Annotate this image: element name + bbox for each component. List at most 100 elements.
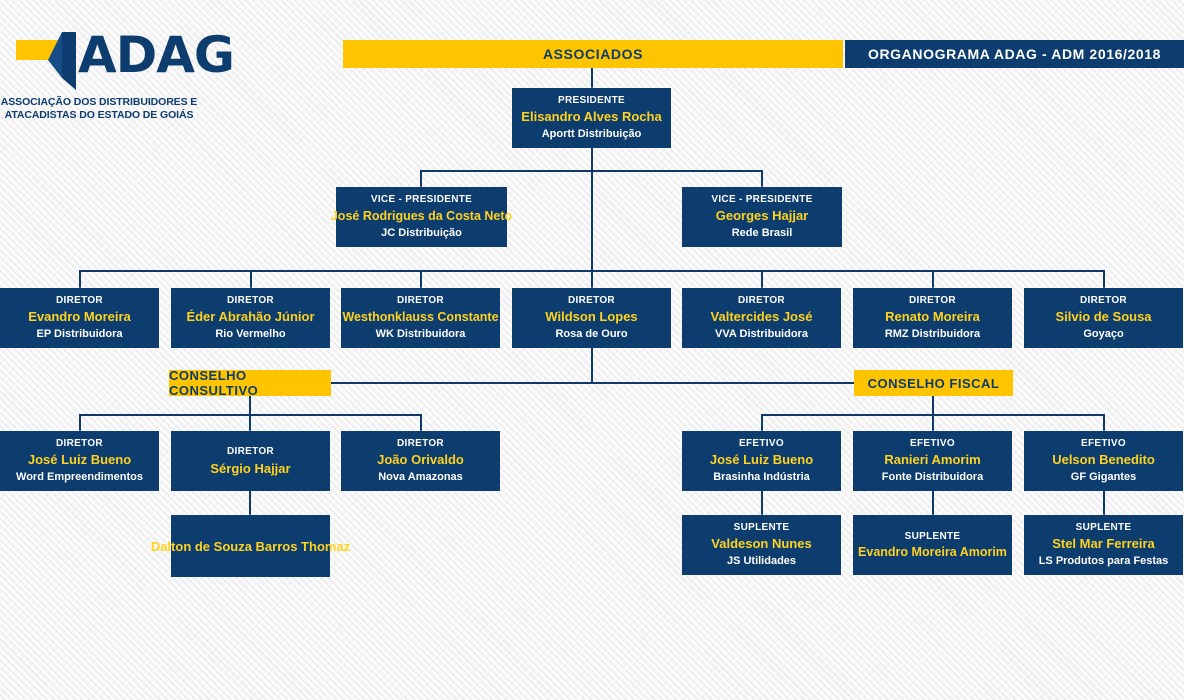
fiscal-suplente-1-company: JS Utilidades bbox=[726, 555, 797, 568]
connector-consultivo-drop-1 bbox=[79, 414, 81, 431]
director-4-name: Wildson Lopes bbox=[545, 309, 638, 325]
director-3-name: Westhonklauss Constante bbox=[342, 309, 499, 324]
connector-vp1-drop bbox=[420, 170, 422, 187]
vp2-name: Georges Hajjar bbox=[715, 208, 809, 224]
director-3-role: DIRETOR bbox=[397, 295, 444, 307]
consultivo-2-role: DIRETOR bbox=[227, 446, 274, 458]
node-consultivo-extra: Dalton de Souza Barros Thomaz bbox=[151, 515, 350, 577]
president-name: Elisandro Alves Rocha bbox=[521, 109, 662, 125]
fiscal-suplente-2-role: SUPLENTE bbox=[904, 530, 961, 542]
node-fiscal-suplente-1: SUPLENTE Valdeson Nunes JS Utilidades bbox=[682, 515, 841, 575]
connector-director-drop-5 bbox=[761, 270, 763, 288]
connector-fiscal-drop-2 bbox=[932, 414, 934, 431]
connector-consultivo-drop-3 bbox=[420, 414, 422, 431]
fiscal-efetivo-2-name: Ranieri Amorim bbox=[884, 452, 981, 468]
fiscal-efetivo-2-role: EFETIVO bbox=[910, 438, 955, 450]
connector-director-drop-2 bbox=[250, 270, 252, 288]
adag-arrow-mark-icon bbox=[16, 32, 76, 90]
connector-councils-spine bbox=[591, 348, 593, 383]
connector-suplente-drop-2 bbox=[932, 491, 934, 515]
node-director-6: DIRETOR Renato Moreira RMZ Distribuidora bbox=[853, 288, 1012, 348]
director-2-company: Rio Vermelho bbox=[215, 328, 286, 341]
fiscal-suplente-2-name: Evandro Moreira Amorim bbox=[858, 544, 1007, 559]
node-consultivo-3: DIRETOR João Orivaldo Nova Amazonas bbox=[341, 431, 500, 491]
node-director-3: DIRETOR Westhonklauss Constante WK Distr… bbox=[341, 288, 500, 348]
consultivo-1-name: José Luiz Bueno bbox=[27, 452, 132, 468]
consultivo-2-name: Sérgio Hajjar bbox=[210, 460, 291, 476]
node-fiscal-suplente-3: SUPLENTE Stel Mar Ferreira LS Produtos p… bbox=[1024, 515, 1183, 575]
connector-director-drop-3 bbox=[420, 270, 422, 288]
director-6-name: Renato Moreira bbox=[885, 309, 980, 325]
node-consultivo-1: DIRETOR José Luiz Bueno Word Empreendime… bbox=[0, 431, 159, 491]
vp1-name: José Rodrigues da Costa Neto bbox=[330, 208, 513, 223]
vp2-company: Rede Brasil bbox=[731, 227, 793, 240]
node-fiscal-suplente-2: SUPLENTE Evandro Moreira Amorim bbox=[853, 515, 1012, 575]
connector-president-spine bbox=[591, 172, 593, 270]
node-director-7: DIRETOR Silvio de Sousa Goyaço bbox=[1024, 288, 1183, 348]
connector-director-drop-4 bbox=[591, 270, 593, 288]
director-3-company: WK Distribuidora bbox=[375, 328, 466, 341]
director-7-name: Silvio de Sousa bbox=[1055, 309, 1152, 325]
logo-wordmark: ADAG bbox=[78, 26, 235, 84]
connector-consultivo-extra bbox=[249, 491, 251, 515]
node-director-1: DIRETOR Evandro Moreira EP Distribuidora bbox=[0, 288, 159, 348]
node-director-2: DIRETOR Éder Abrahão Júnior Rio Vermelho bbox=[171, 288, 330, 348]
logo-subtitle-line2: ATACADISTAS DO ESTADO DE GOIÁS bbox=[4, 109, 194, 121]
node-president: PRESIDENTE Elisandro Alves Rocha Aportt … bbox=[512, 88, 671, 148]
director-1-name: Evandro Moreira bbox=[28, 309, 131, 325]
fiscal-efetivo-2-company: Fonte Distribuidora bbox=[881, 471, 984, 484]
vp2-role: VICE - PRESIDENTE bbox=[711, 194, 813, 206]
node-vice-president-2: VICE - PRESIDENTE Georges Hajjar Rede Br… bbox=[682, 187, 842, 247]
connector-fiscal-drop-3 bbox=[1103, 414, 1105, 431]
director-5-role: DIRETOR bbox=[738, 295, 785, 307]
connector-director-drop-6 bbox=[932, 270, 934, 288]
connector-consultivo-drop-2 bbox=[249, 414, 251, 431]
director-5-company: VVA Distribuidora bbox=[715, 328, 808, 341]
connector-director-drop-7 bbox=[1103, 270, 1105, 288]
connector-consultivo-spine bbox=[249, 396, 251, 415]
director-4-role: DIRETOR bbox=[568, 295, 615, 307]
fiscal-suplente-3-role: SUPLENTE bbox=[1075, 522, 1132, 534]
fiscal-efetivo-3-role: EFETIVO bbox=[1081, 438, 1126, 450]
connector-associados-president bbox=[591, 68, 593, 88]
connector-vp-bus bbox=[420, 170, 763, 172]
node-consultivo-2: DIRETOR Sérgio Hajjar bbox=[171, 431, 330, 491]
connector-suplente-drop-1 bbox=[761, 491, 763, 515]
connector-director-drop-1 bbox=[79, 270, 81, 288]
director-7-company: Goyaço bbox=[1083, 328, 1124, 341]
connector-fiscal-spine bbox=[932, 396, 934, 415]
connector-president-trunk bbox=[591, 148, 593, 170]
president-company: Aportt Distribuição bbox=[541, 128, 642, 141]
consultivo-1-company: Word Empreendimentos bbox=[16, 471, 143, 484]
connector-vp2-drop bbox=[761, 170, 763, 187]
connector-fiscal-drop-1 bbox=[761, 414, 763, 431]
vp1-company: JC Distribuição bbox=[381, 227, 462, 240]
consultivo-1-role: DIRETOR bbox=[56, 438, 103, 450]
logo-subtitle-line1: ASSOCIAÇÃO DOS DISTRIBUIDORES E bbox=[0, 96, 198, 108]
fiscal-suplente-3-company: LS Produtos para Festas bbox=[1038, 555, 1169, 568]
vp1-role: VICE - PRESIDENTE bbox=[370, 194, 473, 206]
president-role: PRESIDENTE bbox=[558, 95, 625, 107]
banner-conselho-fiscal: CONSELHO FISCAL bbox=[854, 370, 1013, 396]
director-4-company: Rosa de Ouro bbox=[555, 328, 628, 341]
fiscal-suplente-3-name: Stel Mar Ferreira bbox=[1052, 536, 1155, 552]
fiscal-suplente-1-role: SUPLENTE bbox=[733, 522, 790, 534]
consultivo-3-company: Nova Amazonas bbox=[378, 471, 463, 484]
fiscal-efetivo-1-role: EFETIVO bbox=[739, 438, 784, 450]
node-vice-president-1: VICE - PRESIDENTE José Rodrigues da Cost… bbox=[331, 187, 512, 247]
fiscal-efetivo-3-company: GF Gigantes bbox=[1070, 471, 1137, 484]
connector-suplente-drop-3 bbox=[1103, 491, 1105, 515]
director-7-role: DIRETOR bbox=[1080, 295, 1127, 307]
consultivo-3-role: DIRETOR bbox=[397, 438, 444, 450]
director-2-name: Éder Abrahão Júnior bbox=[186, 309, 315, 325]
node-fiscal-efetivo-2: EFETIVO Ranieri Amorim Fonte Distribuido… bbox=[853, 431, 1012, 491]
consultivo-extra-name: Dalton de Souza Barros Thomaz bbox=[150, 538, 351, 554]
adag-logo: ADAG ASSOCIAÇÃO DOS DISTRIBUIDORES E ATA… bbox=[0, 24, 235, 136]
director-1-company: EP Distribuidora bbox=[36, 328, 123, 341]
node-fiscal-efetivo-1: EFETIVO José Luiz Bueno Brasinha Indústr… bbox=[682, 431, 841, 491]
fiscal-suplente-1-name: Valdeson Nunes bbox=[711, 536, 812, 552]
banner-associados: ASSOCIADOS bbox=[343, 40, 843, 68]
banner-organograma: ORGANOGRAMA ADAG - ADM 2016/2018 bbox=[845, 40, 1184, 68]
fiscal-efetivo-1-company: Brasinha Indústria bbox=[713, 471, 810, 484]
connector-councils-bus bbox=[330, 382, 864, 384]
